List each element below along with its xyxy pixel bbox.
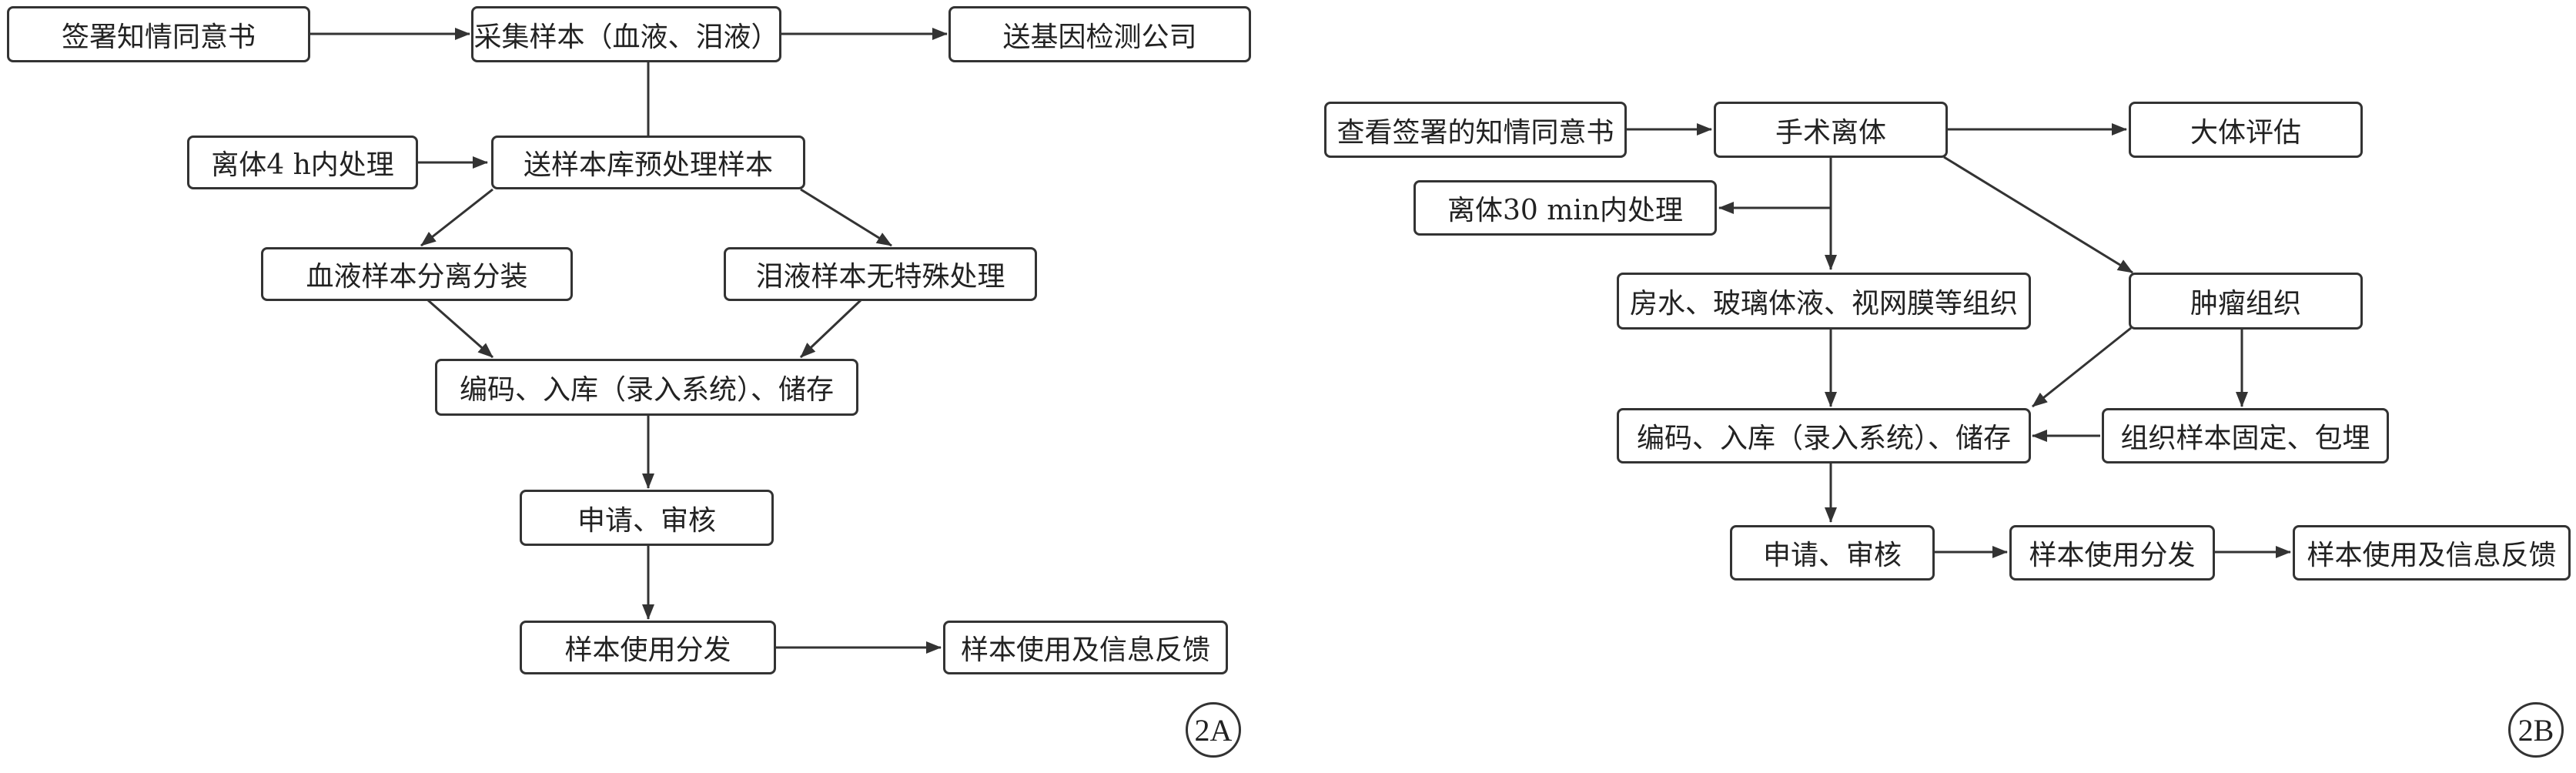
node-feedback: 样本使用及信息反馈 <box>943 621 1228 674</box>
node-tear-no-special: 泪液样本无特殊处理 <box>724 247 1037 301</box>
node-apply-review: 申请、审核 <box>520 490 774 546</box>
arrow-biobank-to-blood <box>420 188 493 247</box>
node-within-4h: 离体4 h内处理 <box>187 136 418 189</box>
node-tumor-tissue: 肿瘤组织 <box>2129 273 2363 330</box>
node-blood-split: 血液样本分离分装 <box>261 247 573 301</box>
arrow-blood-to-encode <box>427 299 493 359</box>
node-send-company: 送基因检测公司 <box>948 6 1251 62</box>
node-apply-review-b: 申请、审核 <box>1730 525 1935 581</box>
node-aqueous-tissue: 房水、玻璃体液、视网膜等组织 <box>1617 273 2031 330</box>
node-within-30min: 离体30 min内处理 <box>1413 180 1717 236</box>
node-collect-sample: 采集样本（血液、泪液） <box>471 6 781 62</box>
node-feedback-b: 样本使用及信息反馈 <box>2293 525 2571 581</box>
node-fix-embed: 组织样本固定、包埋 <box>2102 408 2389 463</box>
arrow-tumor-to-encode <box>2032 326 2132 408</box>
node-check-consent: 查看签署的知情同意书 <box>1324 102 1627 158</box>
node-surgery: 手术离体 <box>1714 102 1948 158</box>
panel-label-2a: 2A <box>1186 702 1241 758</box>
node-encode-store-b: 编码、入库（录入系统）、储存 <box>1617 408 2031 463</box>
node-use-dispatch-b: 样本使用分发 <box>2009 525 2215 581</box>
node-gross-eval: 大体评估 <box>2129 102 2363 158</box>
node-biobank-preprocess: 送样本库预处理样本 <box>491 136 805 189</box>
arrow-surgery-to-tumor <box>1943 156 2133 274</box>
panel-label-2b: 2B <box>2508 702 2564 758</box>
node-encode-store: 编码、入库（录入系统）、储存 <box>435 359 858 416</box>
arrow-biobank-to-tear <box>800 188 892 247</box>
node-use-dispatch: 样本使用分发 <box>520 621 776 674</box>
node-consent: 签署知情同意书 <box>7 6 310 62</box>
arrow-tear-to-encode <box>799 299 862 359</box>
